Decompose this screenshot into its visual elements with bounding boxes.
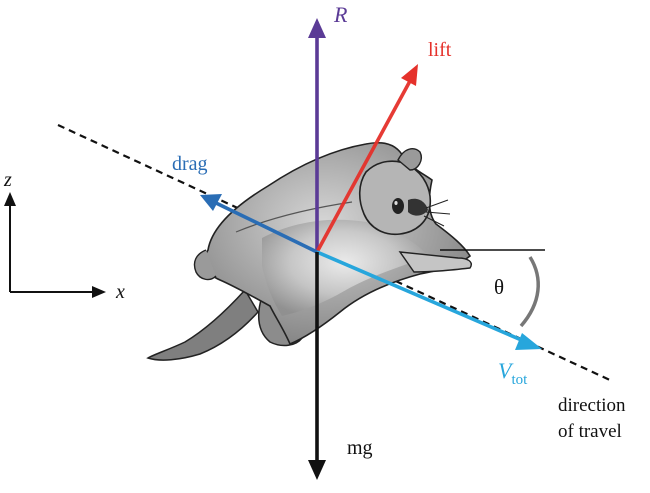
lift-arrow [315,80,412,253]
velocity-arrow [316,250,527,344]
drag-arrow [215,201,318,254]
weight-label: mg [347,437,373,459]
velocity-label-main: V [498,358,514,383]
lift-label: lift [428,39,452,61]
coordinate-axes: z x [3,169,125,303]
velocity-label-sub: tot [511,372,528,388]
lift-arrowhead [401,64,418,86]
resultant-label: R [333,2,348,27]
sugar-glider-illustration [146,142,472,361]
direction-label-line1: direction [558,395,626,416]
x-axis-label: x [115,281,125,303]
x-axis-arrowhead [92,286,106,298]
resultant-arrowhead [308,18,326,38]
velocity-arrowhead [515,333,542,350]
drag-arrowhead [200,194,222,211]
angle-arc [519,256,540,328]
weight-arrowhead [308,460,326,480]
angle-label: θ [494,275,504,299]
z-axis-label: z [3,169,12,191]
velocity-label: Vtot [498,358,528,388]
direction-label-line2: of travel [558,421,622,442]
drag-label: drag [172,153,208,175]
z-axis-arrowhead [4,192,16,206]
